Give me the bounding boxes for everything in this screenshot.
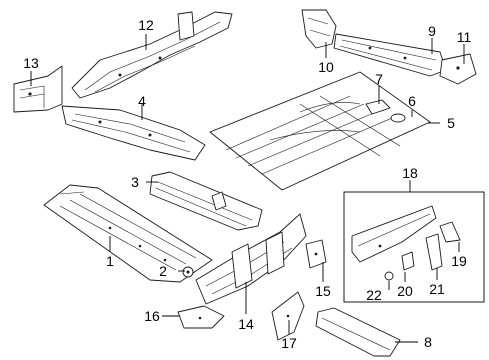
callout-2: 2 xyxy=(159,263,167,279)
part-11-bracket xyxy=(439,53,477,85)
callout-16: 16 xyxy=(144,308,160,324)
callout-22: 22 xyxy=(366,287,382,303)
callout-4: 4 xyxy=(138,93,146,109)
part-5-rear-floor xyxy=(209,71,431,191)
part-7-pad xyxy=(365,99,391,115)
part-6-plug xyxy=(390,113,406,123)
callout-15: 15 xyxy=(315,283,331,299)
callout-17: 17 xyxy=(281,335,297,351)
part-13-bracket xyxy=(13,65,63,113)
callout-5: 5 xyxy=(447,115,455,131)
part-16-bracket xyxy=(177,305,225,329)
callout-7: 7 xyxy=(375,71,383,87)
part-1-front-floor xyxy=(43,184,213,283)
part-15-bracket xyxy=(305,239,327,269)
part-14-frame-rail xyxy=(195,213,307,305)
part-17-reinforcement xyxy=(271,291,305,341)
callout-12: 12 xyxy=(138,17,154,33)
callout-14: 14 xyxy=(238,316,254,332)
callout-8: 8 xyxy=(424,334,432,350)
callout-18: 18 xyxy=(402,165,418,181)
callout-9: 9 xyxy=(428,23,436,39)
callout-1: 1 xyxy=(106,253,114,269)
callout-6: 6 xyxy=(408,93,416,109)
callout-13: 13 xyxy=(23,55,39,71)
part-12-rail xyxy=(71,11,233,99)
part-18-group-box xyxy=(343,191,485,303)
callout-3: 3 xyxy=(131,174,139,190)
part-2-bolt xyxy=(182,266,194,278)
leader-lines xyxy=(30,34,465,343)
callout-10: 10 xyxy=(318,59,334,75)
callout-11: 11 xyxy=(457,29,472,45)
part-9-crossmember xyxy=(333,33,447,77)
part-8-rail xyxy=(315,307,401,357)
part-3-crossmember xyxy=(149,171,263,231)
callout-19: 19 xyxy=(451,253,467,269)
callout-labels: 1 2 3 4 5 6 7 8 9 10 11 12 13 14 15 16 1… xyxy=(23,17,471,351)
callout-20: 20 xyxy=(397,283,413,299)
callout-21: 21 xyxy=(429,281,445,297)
part-10-bracket xyxy=(301,9,337,49)
part-4-rail xyxy=(61,105,206,161)
